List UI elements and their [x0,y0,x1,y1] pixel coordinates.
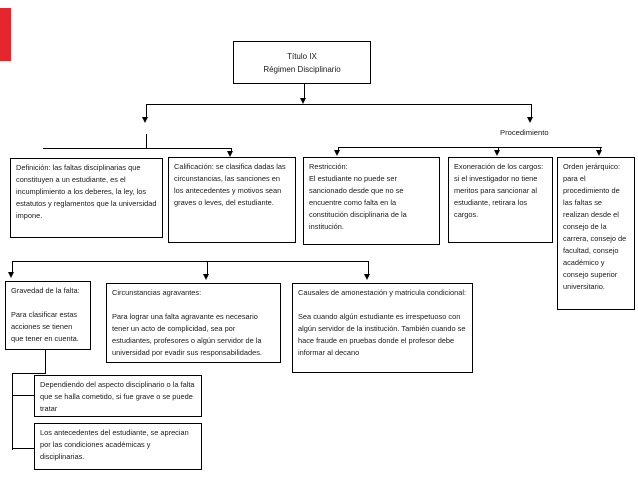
connector-level1-left-drop [146,104,148,118]
box-calificacion: Calificación: se clasifica dadas las cir… [168,157,296,243]
box-restriccion: Restricción: El estudiante no puede ser … [303,157,440,245]
connector-level3-horizontal [12,261,369,263]
box-dependiendo: Dependiendo del aspecto disciplinario o … [34,375,202,417]
title-box: Título IX Régimen Disciplinario [233,41,371,84]
connector-title-stem [304,84,306,99]
connector-orden-drop [600,147,602,151]
connector-causales-drop [368,261,370,275]
connector-restriccion-drop [338,147,340,151]
connector-left-branch-stem [146,134,148,149]
arrowhead-orden [596,150,602,156]
connector-right-branch-horizontal [338,147,602,149]
connector-left-branch-horizontal [43,148,232,150]
arrowhead-title-down [300,98,306,104]
procedimiento-label: Procedimiento [500,128,549,137]
connector-circunstancias-drop [207,261,209,275]
arrowhead-level1-left [142,117,148,123]
box-gravedad: Gravedad de la falta: Para clasificar es… [5,281,91,350]
connector-gravedad-down-stem [45,350,47,374]
connector-level1-horizontal [146,104,532,106]
box-exoneracion: Exoneración de los cargos: si el investi… [448,157,553,243]
connector-elbow-vertical [12,373,14,450]
arrowhead-circunstancias [203,274,209,280]
connector-stub-antecedentes [12,448,34,450]
arrowhead-calificacion [227,151,233,157]
connector-gravedad-drop [12,261,14,273]
title-line2: Régimen Disciplinario [263,64,341,74]
box-orden-jerarquico: Orden jerárquico: para el procedimiento … [557,157,635,310]
box-antecedentes: Los antecedentes del estudiante, se apre… [34,423,202,470]
arrowhead-exoneracion [494,150,500,156]
box-circunstancias: Circunstancias agravantes: Para lograr u… [106,283,281,363]
connector-elbow-horizontal [12,373,46,375]
connector-exoneracion-drop [498,147,500,151]
box-causales: Causales de amonestación y matricula con… [292,283,473,373]
arrowhead-restriccion [334,150,340,156]
title-line1: Título IX [287,51,317,61]
red-accent-bar [0,8,11,61]
connector-level1-right-drop [531,104,533,118]
box-definicion: Definición: las faltas disciplinarias qu… [10,158,163,238]
connector-stub-dependiendo [12,395,34,397]
arrowhead-level1-right [527,117,533,123]
connector-calificacion-drop [231,148,233,152]
arrowhead-gravedad [8,272,14,278]
arrowhead-causales [364,274,370,280]
